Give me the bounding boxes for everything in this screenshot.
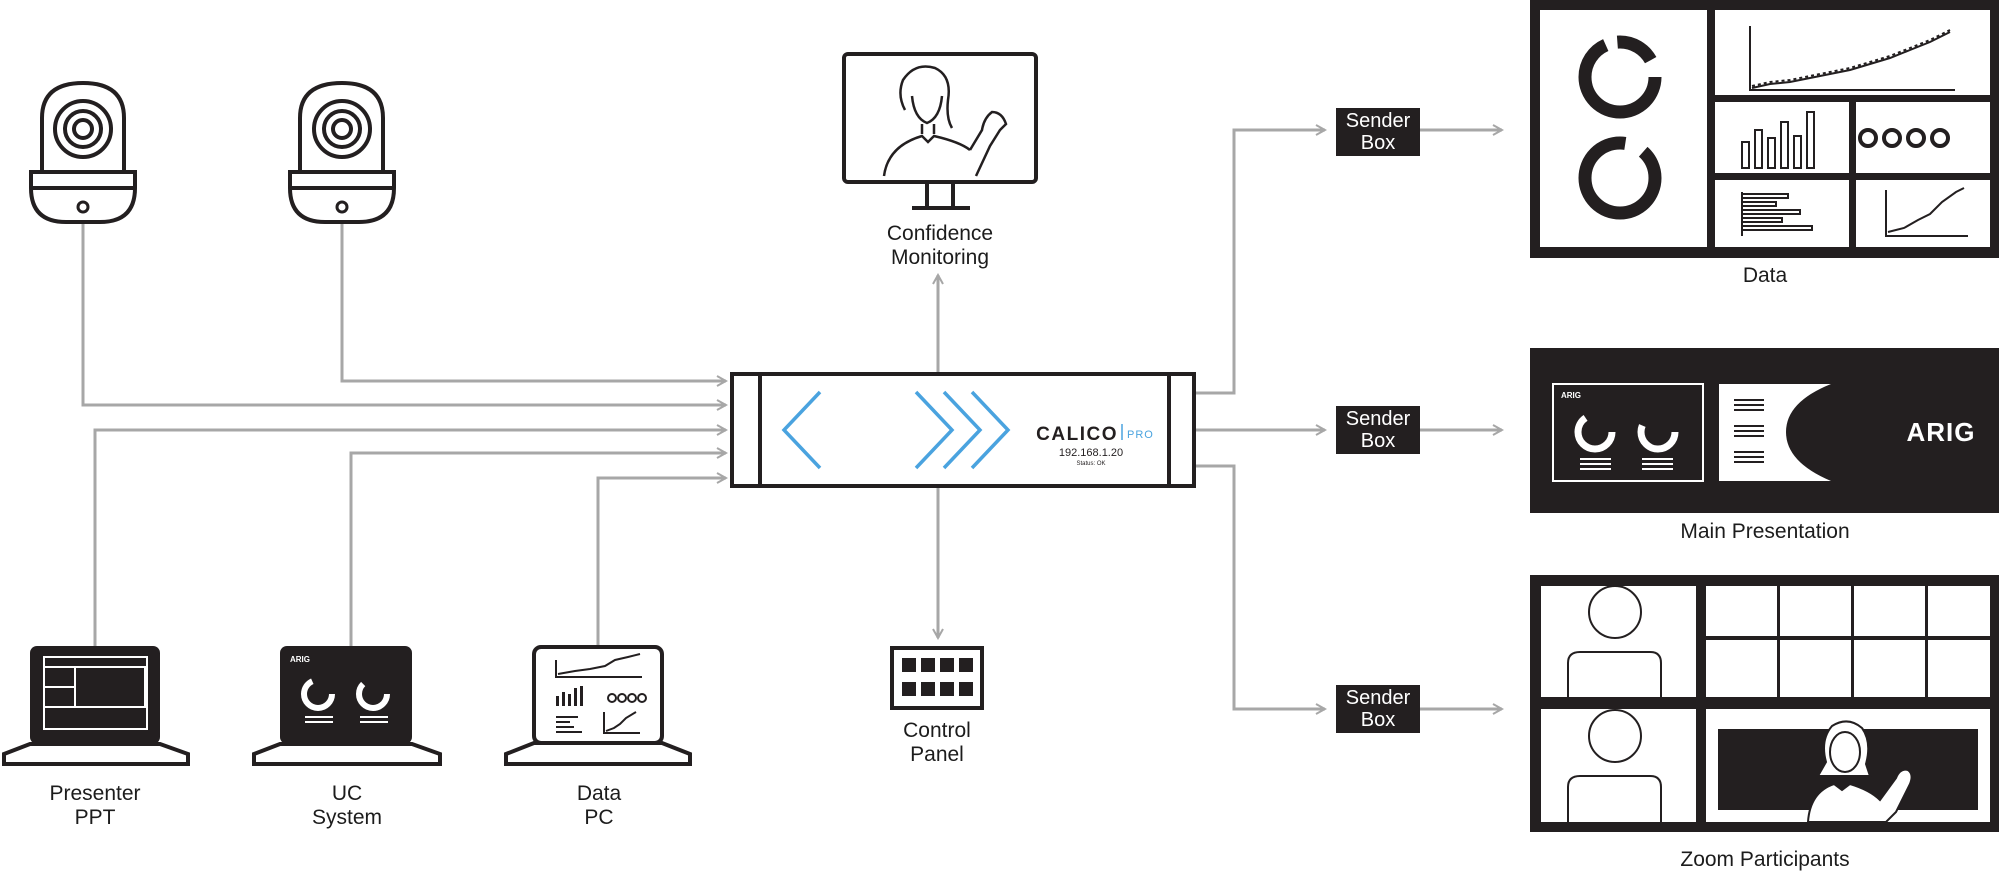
monitor-label-line1: Confidence [886,222,994,245]
confidence-monitor [842,52,1038,210]
data-output-display [1530,0,1999,258]
chevron-left-icon [781,390,822,470]
uc-label-line1: UC [331,782,363,805]
chevron-right-icon-2 [942,390,983,470]
camera2-to-hub-line [340,222,726,381]
zoom-participants-display [1530,575,1999,832]
sender-box-1: Sender Box [1336,108,1420,156]
datapc-label-line1: Data [576,782,622,805]
sender-box-3-line2: Box [1360,709,1396,731]
sender-box-1-line2: Box [1360,132,1396,154]
uc-system-label: UC System [272,782,422,830]
control-panel-label: Control Panel [862,719,1012,767]
hub-edition: PRO [1127,429,1154,441]
presenter-to-hub-line [93,430,726,646]
calico-pro-hub: CALICO PRO 192.168.1.20 Status: OK [730,372,1196,488]
uc-system-laptop [252,646,442,766]
chevron-right-icon-1 [914,390,955,470]
zoom-participants-label: Zoom Participants [1680,848,1850,871]
main-small-logo: ARIG [1561,391,1581,400]
chevron-icons [781,390,1011,470]
ptz-camera-2 [288,80,396,224]
control-panel [890,646,984,710]
hub-status: Status: OK [1076,461,1105,467]
sender-box-3-line1: Sender [1345,687,1411,709]
presenter-label-line2: PPT [74,806,116,829]
monitor-label: Confidence Monitoring [840,222,1040,270]
datapc-label-line2: PC [584,806,614,829]
hub-ip: 192.168.1.20 [1059,447,1123,459]
control-label-line2: Panel [910,743,964,766]
data-pc-laptop [504,645,692,766]
sender-box-2-line1: Sender [1345,408,1411,430]
main-presentation-label: Main Presentation [1680,520,1850,543]
hub-brand: CALICO [1036,424,1118,445]
hub-to-sender1-line [1195,130,1325,395]
sender-box-1-line1: Sender [1345,110,1411,132]
presenter-laptop [1,646,190,766]
chevron-right-icon-3 [970,390,1011,470]
uc-label-line2: System [311,806,382,829]
data-output-label: Data [1742,264,1788,287]
sender-box-2-line2: Box [1360,430,1396,452]
hub-to-sender3-line [1195,464,1325,709]
main-logo: ARIG [1907,417,1976,447]
sender-box-2: Sender Box [1336,406,1420,454]
presenter-label: Presenter PPT [20,782,170,830]
ptz-camera-1 [29,80,137,224]
datapc-to-hub-line [596,478,726,646]
uc-logo: ARIG [290,655,310,664]
monitor-label-line2: Monitoring [890,246,990,269]
participant-grid [1706,586,1990,697]
camera1-to-hub-line [81,222,726,405]
data-pc-label: Data PC [524,782,674,830]
uc-to-hub-line [349,453,726,646]
connector-lines [81,130,1502,709]
presenter-label-line1: Presenter [49,782,141,805]
control-label-line1: Control [903,719,971,742]
sender-box-3: Sender Box [1336,685,1420,733]
main-presentation-display: ARIG ARIG [1530,348,1999,513]
